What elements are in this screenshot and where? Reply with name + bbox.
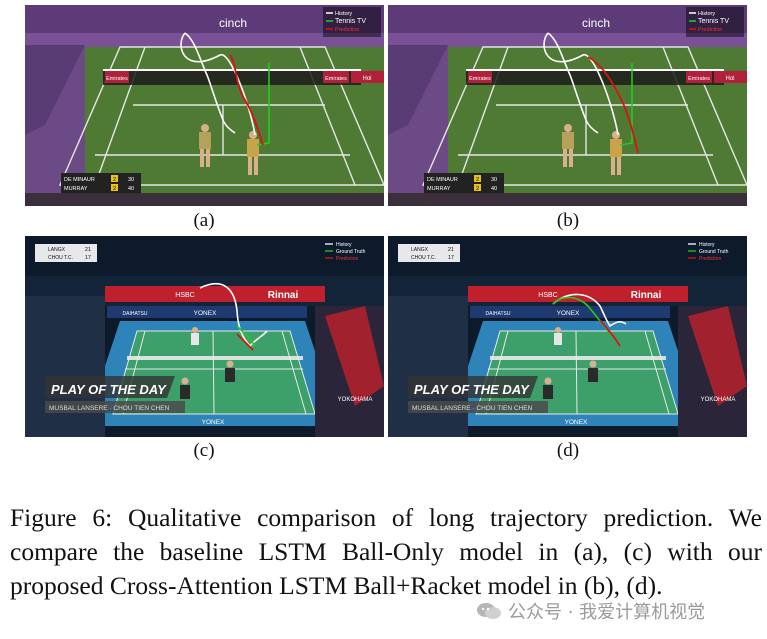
- legend-tennis-tv: Tennis TV: [698, 18, 729, 25]
- cinch-banner: cinch: [219, 16, 247, 30]
- legend-ground-truth: Ground Truth: [336, 249, 366, 255]
- player-near-1: [543, 377, 553, 399]
- sponsor-yokohama: YOKOHAMA: [701, 397, 736, 403]
- prediction-trajectory: [229, 54, 264, 146]
- score-points-2: 17: [85, 255, 91, 261]
- score-points-1: 21: [448, 247, 454, 253]
- legend-history: History: [335, 11, 352, 17]
- score-name-1: LANGX: [411, 247, 429, 253]
- sponsor-rinnai: Rinnai: [268, 290, 299, 301]
- sponsor-yonex-top: YONEX: [557, 310, 580, 317]
- legend-prediction: Prediction: [698, 27, 722, 33]
- subfig-label-d: (d): [556, 440, 580, 461]
- score-name-1: DE MINAUR: [64, 177, 95, 183]
- prediction-trajectory: [599, 319, 621, 347]
- panel-c-image: HSBC Rinnai YONEX DAIHATSU YOKOHAMA YONE…: [25, 236, 384, 437]
- score-points-1: 30: [128, 177, 134, 183]
- player-near-1: [180, 377, 190, 399]
- score-set-2: 2: [113, 186, 116, 192]
- ground-truth-trajectory: [619, 63, 633, 146]
- ground-truth-trajectory: [256, 63, 270, 146]
- history-trajectory: [552, 293, 627, 328]
- subfig-label-b: (b): [556, 210, 580, 231]
- score-points-1: 30: [491, 177, 497, 183]
- subfig-label-c: (c): [193, 440, 215, 461]
- legend-history: History: [699, 242, 715, 248]
- figure-caption: Figure 6: Qualitative comparison of long…: [10, 503, 762, 600]
- score-points-2: 40: [491, 186, 497, 192]
- players-caption: MUSBAL LANSERE · CHOU TIEN CHEN: [412, 405, 533, 412]
- play-of-the-day-banner: PLAY OF THE DAY: [51, 382, 167, 397]
- score-points-2: 40: [128, 186, 134, 192]
- sponsor-daihatsu: DAIHATSU: [123, 311, 148, 317]
- score-name-2: CHOU T.C.: [411, 255, 436, 261]
- player-far: [562, 124, 574, 167]
- watermark: 公众号 · 我爱计算机视觉: [476, 598, 705, 624]
- panel-a-image: Emirates Emirates Hol cinch History Tenn…: [25, 5, 384, 206]
- sponsor-hsbc: HSBC: [175, 292, 194, 299]
- score-set-1: 2: [476, 177, 479, 183]
- score-name-2: MURRAY: [427, 186, 451, 192]
- score-name-2: CHOU T.C.: [48, 255, 73, 261]
- legend-prediction: Prediction: [336, 256, 358, 262]
- legend-prediction: Prediction: [335, 27, 359, 33]
- player-far: [554, 327, 562, 345]
- sponsor-hsbc: HSBC: [538, 292, 557, 299]
- player-far: [199, 124, 211, 167]
- score-set-2: 2: [476, 186, 479, 192]
- prediction-trajectory: [587, 56, 639, 154]
- sponsor-rinnai: Rinnai: [631, 290, 662, 301]
- player-near-2: [225, 360, 235, 382]
- sponsor-daihatsu: DAIHATSU: [486, 311, 511, 317]
- net-banner-hol: Hol: [362, 76, 371, 82]
- legend-tennis-tv: Tennis TV: [335, 18, 366, 25]
- legend-history: History: [698, 11, 715, 17]
- net-banner-right: Emirates: [325, 76, 347, 82]
- score-name-1: LANGX: [48, 247, 66, 253]
- legend-prediction: Prediction: [699, 256, 721, 262]
- prediction-trajectory: [236, 333, 254, 351]
- panel-d-image: HSBC Rinnai YONEX DAIHATSU YOKOHAMA YONE…: [388, 236, 747, 437]
- score-name-1: DE MINAUR: [427, 177, 458, 183]
- players-caption: MUSBAL LANSERE · CHOU TIEN CHEN: [49, 405, 170, 412]
- player-near-2: [588, 360, 598, 382]
- score-points-1: 21: [85, 247, 91, 253]
- sponsor-yokohama: YOKOHAMA: [338, 397, 373, 403]
- history-trajectory: [543, 32, 619, 136]
- watermark-text: 公众号 · 我爱计算机视觉: [508, 602, 706, 623]
- net-banner-left: Emirates: [106, 76, 128, 82]
- play-of-the-day-banner: PLAY OF THE DAY: [414, 382, 530, 397]
- cinch-banner: cinch: [582, 16, 610, 30]
- wechat-icon: [477, 603, 501, 619]
- panel-b-image: Emirates Emirates Hol cinch History Tenn…: [388, 5, 747, 206]
- subfig-label-a: (a): [193, 210, 215, 231]
- score-set-1: 2: [113, 177, 116, 183]
- score-name-2: MURRAY: [64, 186, 88, 192]
- score-points-2: 17: [448, 255, 454, 261]
- sponsor-yonex-bottom: YONEX: [565, 419, 588, 426]
- legend-history: History: [336, 242, 352, 248]
- player-far: [191, 327, 199, 345]
- ground-truth-trajectory: [236, 325, 256, 347]
- sponsor-yonex-bottom: YONEX: [202, 419, 225, 426]
- net-banner-hol: Hol: [725, 76, 734, 82]
- net-banner-right: Emirates: [688, 76, 710, 82]
- legend-ground-truth: Ground Truth: [699, 249, 729, 255]
- sponsor-yonex-top: YONEX: [194, 310, 217, 317]
- net-banner-left: Emirates: [469, 76, 491, 82]
